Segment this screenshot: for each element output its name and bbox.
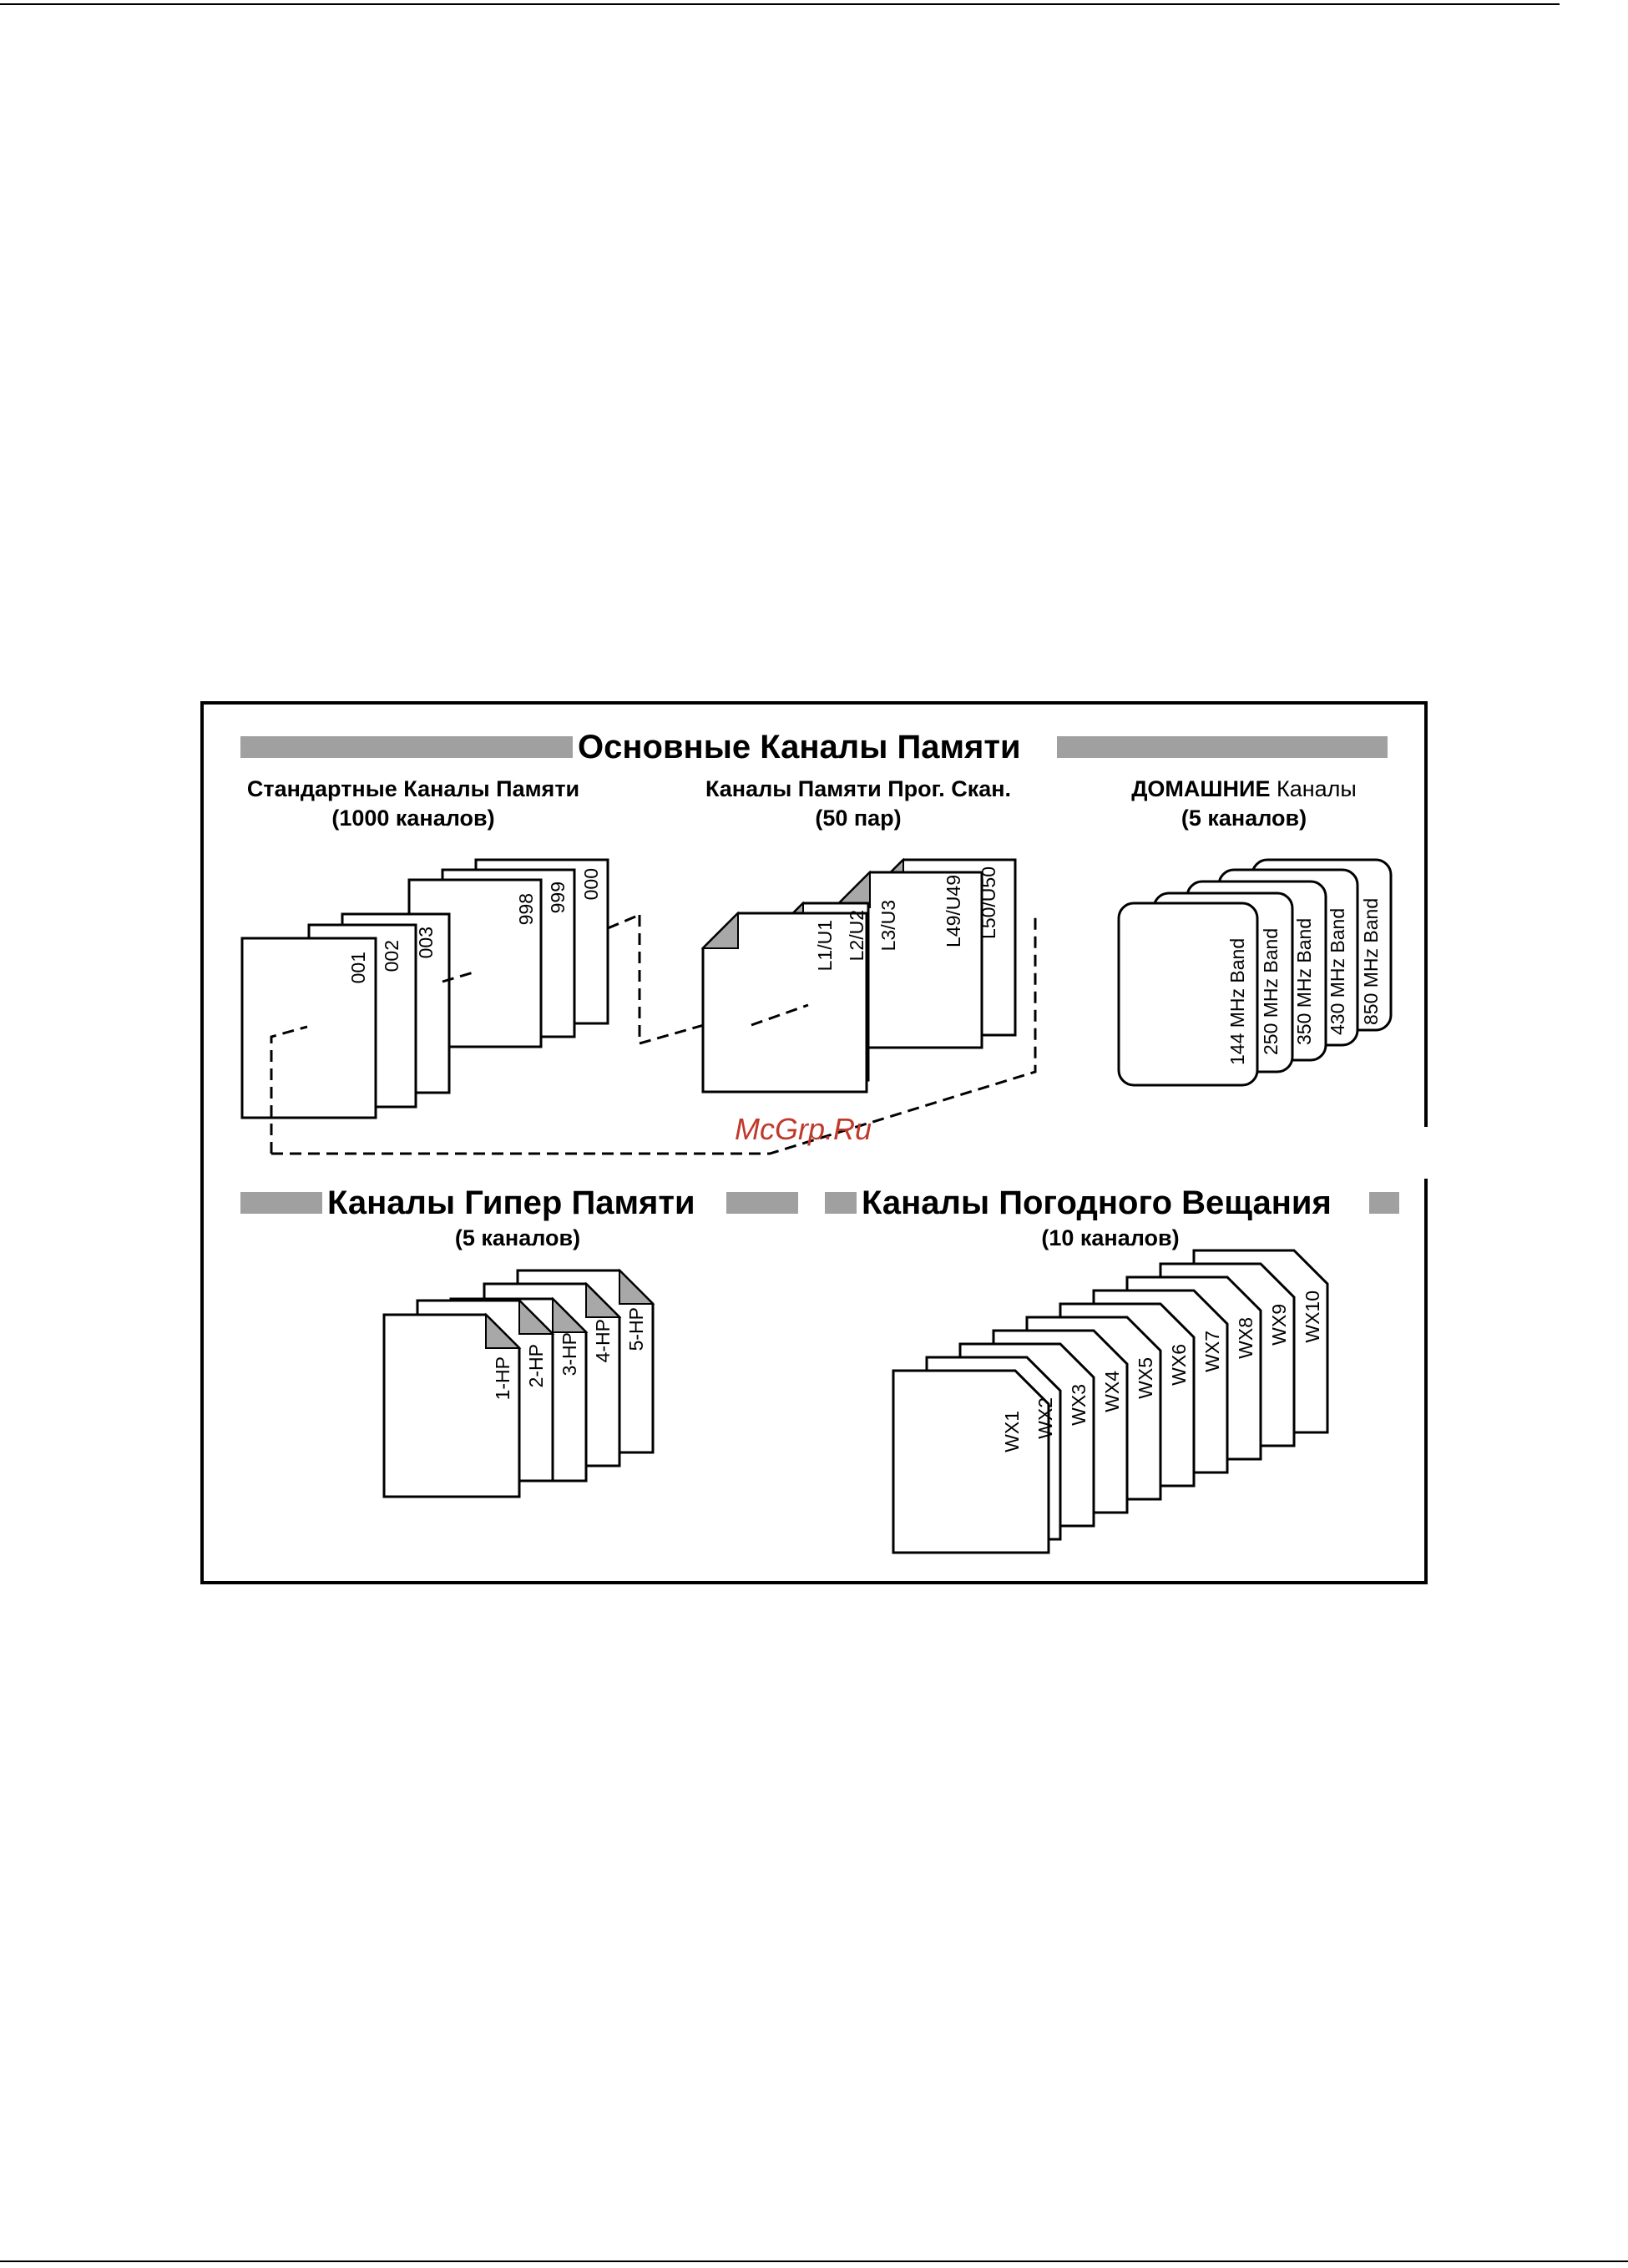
hyper-section-title: Каналы Гипер Памяти [322,1184,700,1222]
bottom-rule [0,2260,1628,2262]
dashed-link-line [638,915,710,1045]
weather-page-label: WX8 [1235,1317,1256,1359]
prog-scan-page-label: L3/U3 [877,900,899,951]
weather-page-label: WX1 [1001,1411,1023,1452]
home-channels-title: ДОМАШНИЕ Каналы [1085,775,1403,804]
standard-page-label: 002 [381,940,402,972]
home-channels-count: (5 каналов) [1181,806,1307,831]
weather-section-title: Каналы Погодного Вещания [857,1184,1337,1222]
weather-page-label: WX6 [1168,1344,1190,1386]
home-channels-title-bold: ДОМАШНИЕ [1131,776,1271,801]
standard-page [240,937,377,1119]
dashed-link-line [607,913,640,930]
home-channels-heading: ДОМАШНИЕ Каналы (5 каналов) [1085,775,1403,833]
prog-scan-page [832,870,983,1049]
weather-page-label: WX7 [1201,1331,1223,1372]
weather-bar-right [1369,1192,1399,1214]
home-page-label: 144 MHz Band [1226,938,1248,1065]
standard-channels-title: Стандартные Каналы Памяти [246,776,580,801]
standard-channels-heading: Стандартные Каналы Памяти (1000 каналов) [230,775,597,833]
prog-scan-pages: L1/U1 L2/U2 L3/U3 L49/U49 L50/U50 [700,857,1017,1094]
prog-scan-count: (50 пар) [815,806,902,831]
weather-page-label: WX3 [1068,1384,1090,1426]
hyper-page-label: 2-HP [525,1344,547,1387]
top-rule [0,3,1560,5]
prog-scan-page [700,911,868,1094]
home-page-label: 250 MHz Band [1260,928,1282,1055]
standard-channels-count: (1000 каналов) [331,806,495,831]
prog-scan-page-label: L2/U2 [846,910,867,961]
weather-page-label: WX2 [1034,1397,1056,1439]
standard-page-label: 003 [415,927,437,958]
header-bar-left [240,736,573,758]
prog-scan-page-label: L50/U50 [978,866,999,939]
dashed-link-line [271,913,1037,1155]
dashed-link-lines [270,913,1037,1155]
watermark: McGrp.Ru [735,1112,872,1146]
weather-bar-left [825,1192,857,1214]
standard-page-label: 000 [580,868,602,900]
weather-page [892,1369,1050,1554]
standard-page-label: 999 [547,881,569,913]
weather-page-label: WX5 [1135,1357,1156,1399]
home-channel-pages: 144 MHz Band 250 MHz Band 350 MHz Band 430 … [1117,858,1393,1087]
hyper-channel-pages: 1-HP 2-HP 3-HP 4-HP 5-HP [382,1268,655,1498]
hyper-section-subtitle: (5 каналов) [454,1225,581,1250]
hyper-page-label: 5-HP [625,1307,647,1351]
weather-channel-pages: WX1 WX2 WX3 WX4 WX5 WX6 WX7 WX8 WX9 WX10 [892,1249,1329,1554]
home-page-label: 430 MHz Band [1327,908,1348,1035]
dashed-link-line [751,1003,809,1027]
frame-gap [1419,1127,1433,1179]
home-page [1117,902,1259,1087]
prog-scan-page-label: L49/U49 [943,875,964,947]
standard-page-label: 001 [347,952,369,983]
hyper-page-label: 3-HP [559,1332,580,1376]
standard-page-label: 998 [515,893,537,925]
weather-section-subtitle: (10 каналов) [1041,1225,1180,1250]
home-page-label: 350 MHz Band [1293,918,1315,1045]
home-channels-title-rest: Каналы [1270,776,1357,801]
main-section-title: Основные Каналы Памяти [573,728,1026,766]
hyper-page-label: 4-HP [592,1319,614,1362]
prog-scan-title: Каналы Памяти Прог. Скан. [705,776,1012,801]
hyper-bar-right [726,1192,798,1214]
standard-channel-pages: 001 002 003 998 999 000 [240,858,609,1119]
weather-page-label: WX4 [1101,1371,1123,1412]
hyper-bar-left [240,1192,322,1214]
header-bar-right [1057,736,1388,758]
prog-scan-heading: Каналы Памяти Прог. Скан. (50 пар) [675,775,1042,833]
dashed-link-line [270,1025,308,1154]
hyper-page [382,1312,522,1498]
weather-page-label: WX10 [1302,1291,1323,1343]
dashed-link-line [442,970,477,983]
hyper-page-label: 1-HP [492,1356,513,1400]
home-page-label: 850 MHz Band [1360,898,1382,1025]
prog-scan-page-label: L1/U1 [814,920,836,971]
weather-page-label: WX9 [1268,1304,1290,1346]
